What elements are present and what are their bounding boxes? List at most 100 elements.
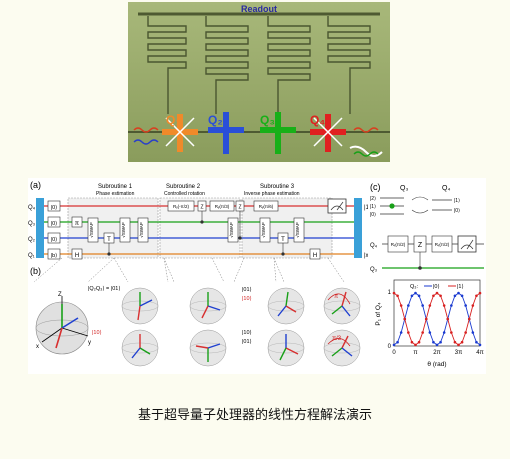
series-0-point-5 — [410, 294, 414, 298]
label-01-mid: |01⟩ — [242, 286, 252, 293]
series-0-point-17 — [453, 294, 457, 298]
energy-levels: |2⟩ |1⟩ |0⟩ |1⟩ |0⟩ — [370, 196, 460, 218]
gate-sqrt-swap-5: √SWAP — [259, 217, 271, 243]
label-10-left: |10⟩ — [92, 329, 102, 336]
series-1-point-21 — [467, 317, 471, 321]
c-wire-q4-label: Q₄ — [370, 243, 378, 249]
gate-t: T — [103, 232, 115, 244]
svg-text:|0⟩: |0⟩ — [454, 208, 460, 214]
label-10-mid-bottom: |10⟩ — [242, 329, 252, 336]
state-label: |Q₂Q₃⟩ = |01⟩ — [88, 285, 120, 292]
panel-b-tag: (b) — [30, 266, 41, 276]
rotation-arrow-pi — [327, 293, 351, 305]
series-0-point-12 — [435, 343, 439, 347]
wire-out-q4: |1⟩ — [364, 204, 371, 211]
svg-text:|1⟩: |1⟩ — [454, 198, 460, 204]
panel-c-tag: (c) — [370, 182, 381, 192]
chip-micrograph: Readout Q₁ Q₂ Q₃ Q₄ — [128, 2, 390, 162]
gate-sqrt-swap-2: √SWAP — [119, 217, 131, 243]
bloch-sphere-1-0 — [121, 329, 159, 367]
gate-sqrt-swap-4: √SWAP — [227, 217, 239, 243]
series-1-point-10 — [428, 304, 432, 307]
svg-text:√SWAP: √SWAP — [261, 222, 266, 238]
x-axis-label: θ (rad) — [427, 361, 446, 368]
gate-sqrt-swap-1: √SWAP — [87, 217, 99, 243]
series-0-point-22 — [471, 331, 475, 334]
circuit-figure: (a) Subroutine 1 Phase estimation Subrou… — [28, 178, 486, 374]
gate-z-2: Z — [235, 200, 245, 212]
bloch-sphere-grid — [121, 287, 361, 367]
y-tick-label-1: 1 — [388, 290, 392, 296]
svg-text:T: T — [281, 237, 285, 243]
drive-signal-right — [353, 127, 379, 133]
svg-text:√SWAP: √SWAP — [89, 222, 94, 238]
gate-ry-pi6: Rᵧ(π/6) — [253, 200, 279, 212]
svg-text:π: π — [75, 221, 79, 227]
series-1-point-22 — [471, 304, 475, 307]
series-1-point-19 — [460, 340, 464, 344]
svg-text:√SWAP: √SWAP — [121, 222, 126, 238]
series-1-point-20 — [464, 331, 467, 334]
panel-connectors — [33, 257, 345, 283]
series-0-point-14 — [442, 331, 446, 334]
series-1-point-23 — [475, 294, 478, 298]
series-0-point-6 — [414, 291, 417, 295]
svg-text:√SWAP: √SWAP — [295, 222, 300, 238]
series-1-point-16 — [450, 331, 453, 334]
series-0-point-19 — [460, 294, 464, 298]
axis-y-label: y — [88, 340, 91, 346]
legend-prefix: Q₃: — [410, 284, 419, 290]
bloch-sphere-0-3 — [323, 287, 361, 325]
resonators — [147, 16, 371, 114]
rotation-arrow-pi3 — [327, 338, 351, 347]
wire-init-q3: |0⟩ — [51, 220, 58, 227]
x-tick-label-3: 3π — [455, 350, 462, 356]
subroutine-1-subtitle: Phase estimation — [96, 191, 135, 197]
flux-line-right — [349, 145, 383, 157]
series-0-point-2 — [399, 331, 403, 334]
series-0-point-20 — [464, 304, 467, 307]
qubit-label-q3: Q₃ — [260, 113, 275, 127]
svg-text:√SWAP: √SWAP — [139, 222, 144, 238]
svg-text:|2⟩: |2⟩ — [370, 196, 376, 202]
legend-entry-1: |1⟩ — [448, 283, 464, 290]
wire-init-q2: |0⟩ — [51, 236, 58, 243]
measurement-icon-c — [457, 235, 477, 253]
subroutine-3-title: Subroutine 3 — [260, 184, 295, 190]
series-1-point-9 — [424, 317, 428, 321]
svg-text:√SWAP: √SWAP — [229, 222, 234, 238]
svg-text:H: H — [75, 253, 79, 259]
wire-label-q3: Q₃ — [28, 221, 36, 227]
gate-z-1: Z — [197, 200, 207, 212]
series-0-point-0 — [392, 343, 396, 347]
y-axis-label: P₁ of Q₄ — [375, 302, 382, 326]
qubit-label-q1: Q₁ — [166, 113, 180, 127]
gate-sqrt-swap-6: √SWAP — [293, 217, 305, 243]
svg-text:Z: Z — [418, 242, 423, 249]
right-bar — [354, 198, 362, 258]
qubit-q2: Q₂ — [208, 112, 244, 154]
series-0-point-8 — [421, 304, 424, 307]
series-1-point-2 — [399, 304, 403, 307]
flux-signal-right — [353, 151, 379, 157]
left-bar — [36, 198, 44, 258]
bloch-sphere-0-0 — [121, 287, 159, 325]
wire-init-q4: |0⟩ — [51, 204, 58, 211]
svg-text:Rₓ(π/2): Rₓ(π/2) — [391, 242, 406, 247]
gate-h-2: H — [309, 248, 321, 260]
legend-label-1: |1⟩ — [457, 283, 464, 290]
c-q4-label: Q₄ — [442, 185, 450, 192]
svg-text:Rᵧ(π/3): Rᵧ(π/3) — [215, 204, 230, 209]
x-tick-label-0: 0 — [392, 350, 396, 356]
c-q3-label: Q₃ — [400, 185, 408, 192]
series-1-point-4 — [407, 331, 410, 334]
angle-pi-label: π — [334, 294, 338, 300]
x-tick-label-4: 4π — [476, 350, 483, 356]
series-1-point-24 — [478, 291, 482, 295]
wire-init-q1: |b⟩ — [51, 252, 58, 259]
series-1-point-17 — [453, 340, 457, 344]
series-0-point-16 — [450, 304, 453, 307]
x-tick-label-1: π — [413, 350, 417, 356]
qubit-q1: Q₁ — [162, 113, 198, 152]
